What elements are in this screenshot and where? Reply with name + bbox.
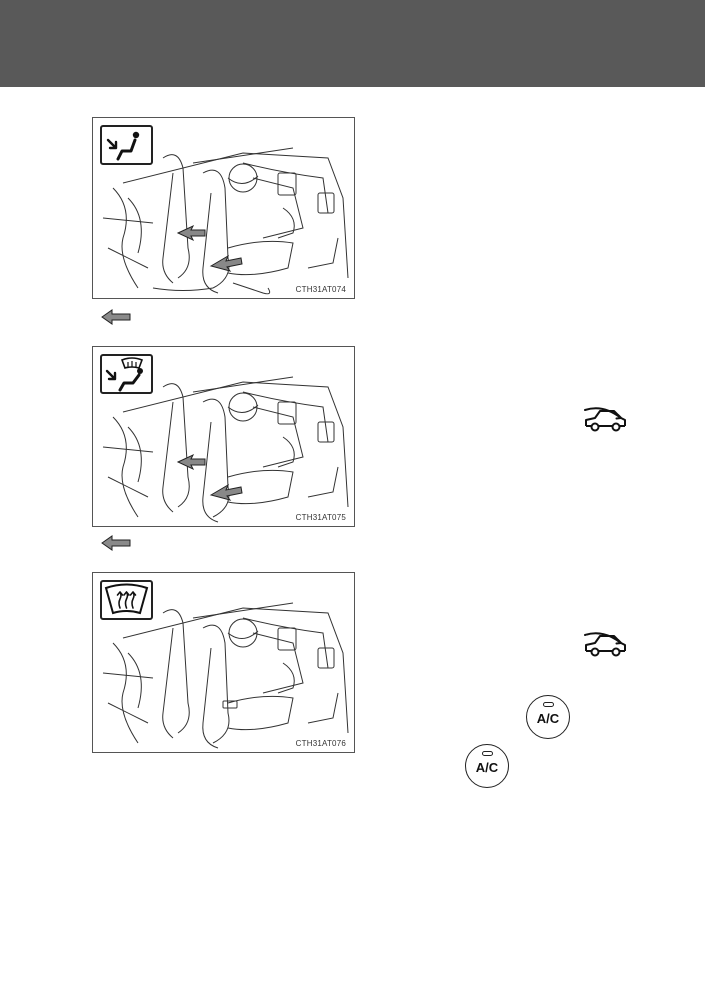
ac-button-icon: A/C	[526, 695, 570, 739]
figure-code: CTH31AT074	[295, 285, 346, 294]
left-arrow-icon	[101, 309, 131, 325]
car-interior-illustration	[102, 147, 349, 295]
ac-button-icon: A/C	[465, 744, 509, 788]
feet-airflow-icon	[100, 125, 153, 165]
figure-panel-windshield-mode: CTH31AT076	[92, 572, 355, 753]
ac-button-label: A/C	[475, 760, 499, 775]
feet-windshield-airflow-icon	[100, 354, 153, 394]
page-header-band	[0, 0, 705, 87]
outside-air-mode-icon	[583, 631, 627, 659]
ac-indicator-light	[481, 751, 493, 756]
car-interior-illustration	[102, 376, 349, 523]
ac-indicator-light	[542, 702, 554, 707]
figure-code: CTH31AT076	[295, 739, 346, 748]
car-interior-illustration	[102, 602, 349, 749]
ac-button-label: A/C	[536, 711, 560, 726]
outside-air-mode-icon	[583, 406, 627, 434]
windshield-defogger-icon	[100, 580, 153, 620]
left-arrow-icon	[101, 535, 131, 551]
figure-code: CTH31AT075	[295, 513, 346, 522]
figure-panel-feet-mode: CTH31AT074	[92, 117, 355, 299]
figure-panel-feet-windshield-mode: CTH31AT075	[92, 346, 355, 527]
